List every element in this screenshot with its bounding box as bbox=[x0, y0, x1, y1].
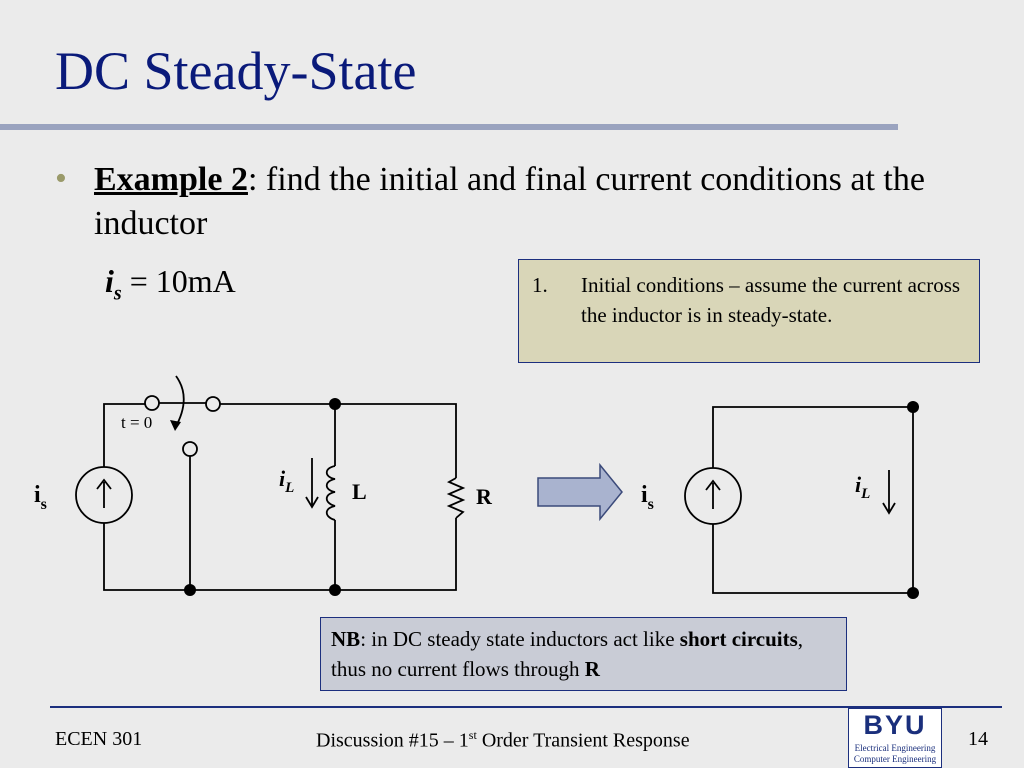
right-il-sub: L bbox=[860, 486, 870, 502]
junction-dot bbox=[329, 398, 341, 410]
note-number: 1. bbox=[532, 273, 548, 297]
footer-course: ECEN 301 bbox=[55, 728, 143, 750]
left-wire-bottom bbox=[190, 518, 457, 591]
footer-divider bbox=[50, 706, 1002, 708]
right-wire-top bbox=[712, 406, 914, 594]
switch-contact-right bbox=[205, 396, 221, 412]
example-text: : find the initial and final current con… bbox=[94, 161, 925, 242]
title-divider bbox=[0, 124, 898, 130]
right-il-arrow-icon bbox=[882, 470, 896, 515]
page-number: 14 bbox=[968, 728, 988, 750]
junction-dot bbox=[184, 584, 196, 596]
junction-dot bbox=[907, 587, 919, 599]
left-source-sub: s bbox=[41, 496, 47, 513]
inductor-coil-icon bbox=[325, 465, 336, 521]
switch-label: t = 0 bbox=[121, 413, 152, 432]
switch-contact-left bbox=[144, 395, 160, 411]
byu-logo-line2: Computer Engineering bbox=[853, 754, 937, 764]
resistor-label: R bbox=[476, 484, 493, 509]
nb-bold-r: R bbox=[584, 657, 600, 681]
right-source-symbol: i bbox=[641, 482, 648, 508]
nb-bold-text: short circuits bbox=[679, 627, 798, 651]
example-bullet: Example 2: find the initial and final cu… bbox=[94, 158, 994, 246]
junction-dot bbox=[329, 584, 341, 596]
resistor-icon bbox=[446, 477, 466, 519]
byu-logo-word: BYU bbox=[863, 710, 927, 740]
source-current-equation: is = 10mA bbox=[105, 263, 236, 305]
nb-note: NB: in DC steady state inductors act lik… bbox=[320, 617, 847, 691]
byu-logo-line1: Electrical Engineering bbox=[854, 743, 936, 753]
switch-action-arc bbox=[174, 375, 185, 429]
right-source-arrow-icon bbox=[705, 479, 721, 509]
nb-text-before: : in DC steady state inductors act like bbox=[360, 627, 680, 651]
right-il-label: iL bbox=[855, 472, 870, 502]
left-il-sub: L bbox=[284, 480, 294, 496]
footer-lecture-title: Discussion #15 – 1st Order Transient Res… bbox=[316, 728, 690, 753]
slide-title: DC Steady-State bbox=[55, 41, 417, 101]
left-source-symbol: i bbox=[34, 482, 41, 508]
left-source-label: is bbox=[34, 482, 47, 513]
right-source-label: is bbox=[641, 482, 654, 513]
byu-logo: BYU Electrical Engineering Computer Engi… bbox=[848, 708, 942, 768]
left-il-symbol: i bbox=[279, 466, 286, 491]
note-text: Initial conditions – assume the current … bbox=[581, 273, 961, 327]
switch-contact-lower bbox=[182, 441, 198, 457]
example-label: Example 2 bbox=[94, 161, 248, 198]
initial-conditions-note: 1. Initial conditions – assume the curre… bbox=[518, 259, 980, 363]
nb-label: NB bbox=[331, 627, 361, 651]
right-il-symbol: i bbox=[855, 472, 862, 497]
right-source-sub: s bbox=[648, 496, 654, 513]
footer-lecture-sup: st bbox=[468, 728, 477, 742]
nb-text-after: , thus no current flows through bbox=[331, 627, 804, 681]
switch-arrowhead-icon bbox=[170, 420, 181, 431]
left-wire-top bbox=[213, 403, 457, 478]
transition-arrow-icon bbox=[537, 462, 623, 522]
source-value: = 10mA bbox=[121, 263, 236, 299]
source-symbol: i bbox=[105, 263, 114, 299]
bullet-icon: • bbox=[55, 160, 67, 197]
left-il-label: iL bbox=[279, 466, 294, 496]
left-il-arrow-icon bbox=[305, 458, 319, 509]
footer-lecture-after: Order Transient Response bbox=[476, 729, 690, 752]
left-source-arrow-icon bbox=[96, 478, 112, 508]
junction-dot bbox=[907, 401, 919, 413]
source-subscript: s bbox=[113, 282, 122, 305]
inductor-label: L bbox=[352, 479, 367, 504]
footer-lecture-before: Discussion #15 – 1 bbox=[316, 729, 469, 752]
